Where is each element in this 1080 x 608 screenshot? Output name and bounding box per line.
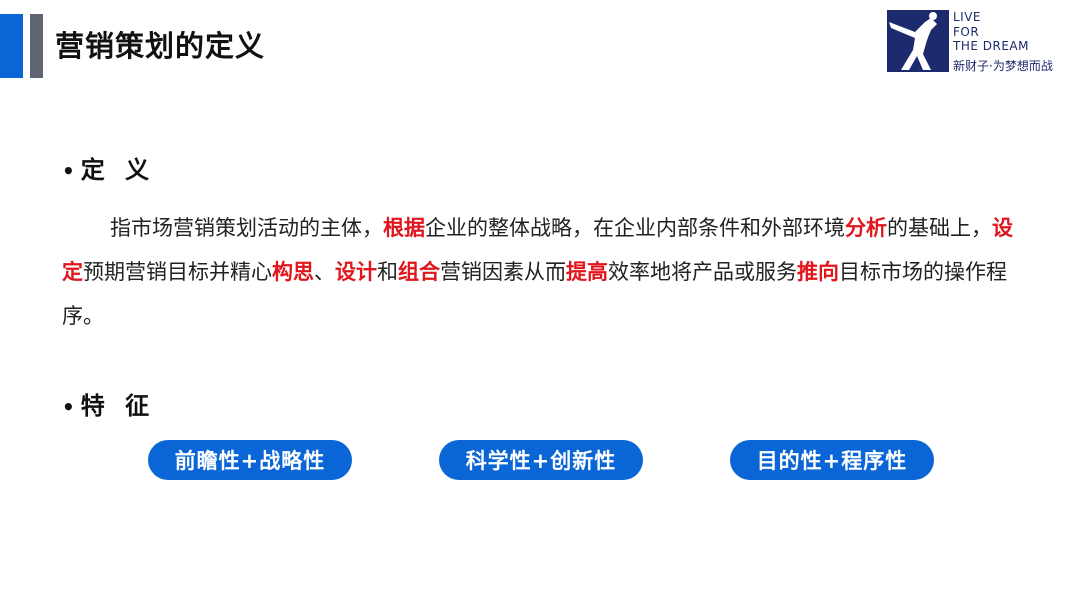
logo-line-3: THE DREAM bbox=[953, 39, 1029, 53]
feature-pill-purposeful-procedural: 目的性+程序性 bbox=[730, 440, 934, 480]
bullet-icon: • bbox=[62, 395, 75, 419]
text-segment: 预期营销目标并精心 bbox=[83, 260, 272, 284]
logo-wordmark: LIVE FOR THE DREAM bbox=[953, 10, 1029, 54]
bullet-icon: • bbox=[62, 159, 75, 183]
page-title: 营销策划的定义 bbox=[55, 29, 266, 63]
highlight-term: 推向 bbox=[797, 260, 839, 284]
highlight-term: 设定 bbox=[62, 216, 1013, 284]
accent-bar-blue bbox=[0, 14, 23, 78]
text-segment: 营销因素从而 bbox=[440, 260, 566, 284]
runner-silhouette-icon bbox=[887, 10, 949, 72]
feature-pill-foresight-strategic: 前瞻性+战略性 bbox=[148, 440, 352, 480]
logo-slogan: 新财子·为梦想而战 bbox=[953, 59, 1053, 73]
text-segment: 指市场营销策划活动的主体， bbox=[110, 216, 383, 240]
text-segment: 目标市场的操作程序。 bbox=[62, 260, 1007, 328]
highlight-term: 提高 bbox=[566, 260, 608, 284]
feature-pill-scientific-innovative: 科学性+创新性 bbox=[439, 440, 643, 480]
definition-paragraph: 指市场营销策划活动的主体，根据企业的整体战略，在企业内部条件和外部环境分析的基础… bbox=[62, 206, 1022, 338]
text-segment: 的基础上， bbox=[887, 216, 992, 240]
text-segment: 和 bbox=[377, 260, 398, 284]
heading-label: 特 征 bbox=[80, 392, 156, 420]
highlight-term: 根据 bbox=[383, 216, 425, 240]
section-heading-features: •特 征 bbox=[62, 386, 155, 421]
accent-bar-gray bbox=[30, 14, 43, 78]
text-segment: 效率地将产品或服务 bbox=[608, 260, 797, 284]
logo-line-2: FOR bbox=[953, 24, 980, 39]
heading-label: 定 义 bbox=[80, 156, 156, 184]
highlight-term: 组合 bbox=[398, 260, 440, 284]
logo-line-1: LIVE bbox=[953, 10, 982, 24]
section-heading-definition: •定 义 bbox=[62, 150, 155, 185]
text-segment: 企业的整体战略，在企业内部条件和外部环境 bbox=[425, 216, 845, 240]
brand-logo: LIVE FOR THE DREAM 新财子·为梦想而战 bbox=[887, 10, 1077, 74]
highlight-term: 分析 bbox=[845, 216, 887, 240]
text-segment: 、 bbox=[314, 260, 335, 284]
highlight-term: 设计 bbox=[335, 260, 377, 284]
highlight-term: 构思 bbox=[272, 260, 314, 284]
